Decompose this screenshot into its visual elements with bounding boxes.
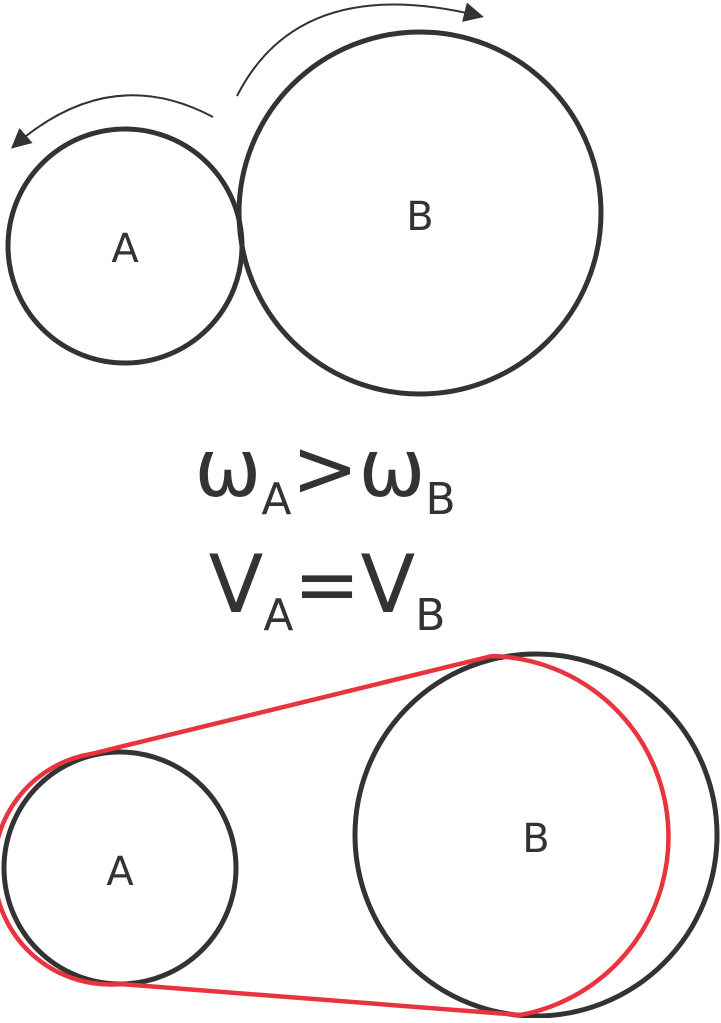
gear-b-circle [236,29,604,397]
v-b-subscript: B [415,590,445,641]
equals-operator: = [293,538,360,631]
omega-b-subscript: B [425,474,455,525]
gear-a-label: A [111,226,139,272]
omega-a-symbol: ω [194,422,261,515]
pulley-a-label: A [106,849,134,895]
omega-a-subscript: A [261,474,291,525]
v-b-symbol: V [360,538,415,631]
v-a-symbol: V [209,538,264,631]
v-a-subscript: A [263,590,293,641]
greater-than-operator: > [291,422,358,515]
pulley-b-circle [352,651,720,1019]
rotation-arrow-a [10,94,214,149]
relation-linear-velocity: VA=VB [209,538,446,641]
relation-angular-velocity: ωA>ωB [194,422,455,525]
relations: ωA>ωB VA=VB [194,422,455,641]
gear-b-label: B [406,194,433,240]
omega-b-symbol: ω [358,422,425,515]
belt-figure: A B [0,651,720,1019]
belt [0,653,671,1018]
pulley-b-label: B [522,816,549,862]
rotation-arrow-b [236,2,484,97]
gears-figure: A B [5,2,604,397]
